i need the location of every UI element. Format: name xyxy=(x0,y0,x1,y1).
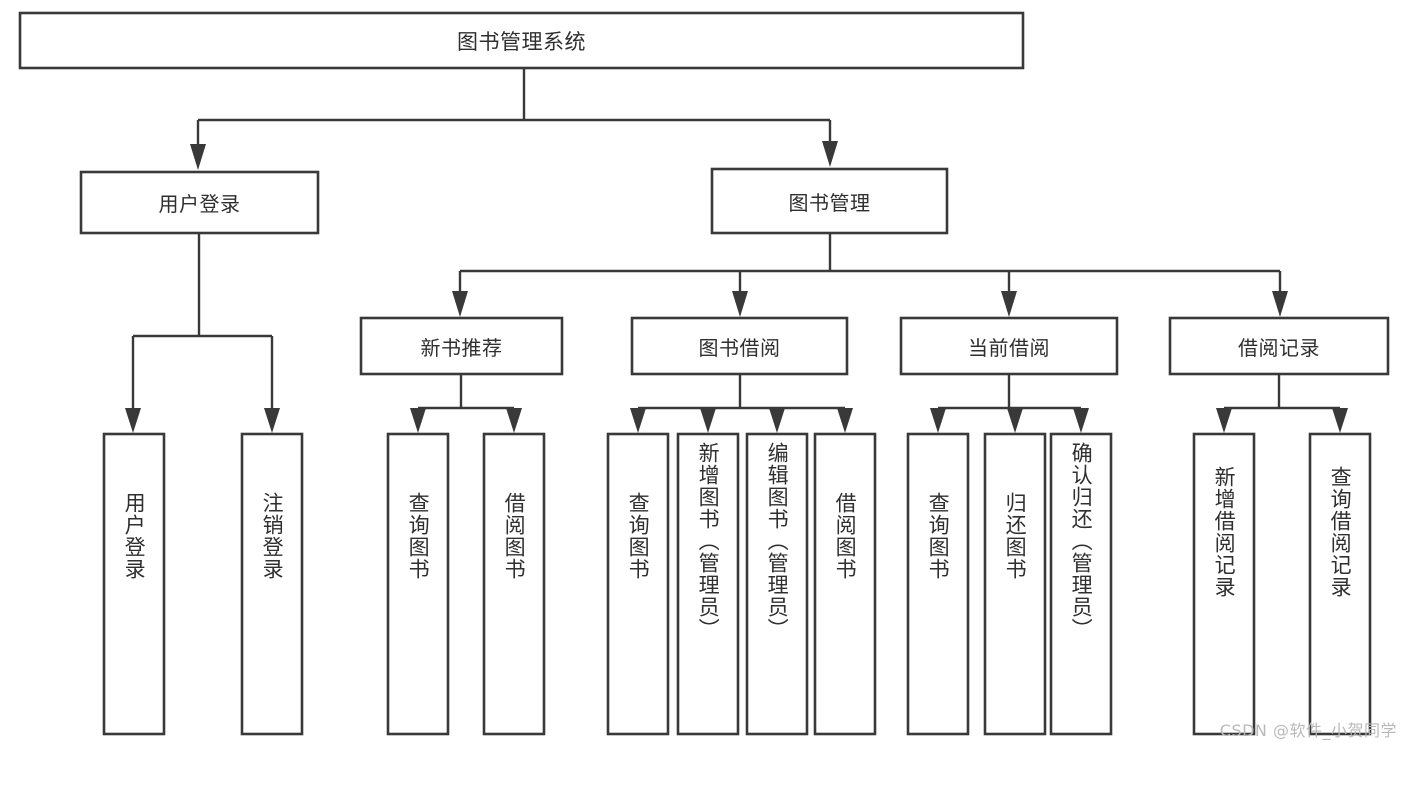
node-box-new-book-recommend[interactable] xyxy=(359,316,564,376)
node-box-leaf-logout[interactable] xyxy=(240,432,304,736)
connector-layer xyxy=(125,68,1348,433)
arrow-book-borrow xyxy=(732,291,748,317)
node-box-leaf-query-borrow-record[interactable] xyxy=(1308,432,1372,736)
arrow-leaf-confirm-return-admin xyxy=(1073,408,1089,433)
arrow-leaf-add-book-admin xyxy=(700,408,716,433)
flowchart-svg xyxy=(18,11,1390,736)
node-box-user-login[interactable] xyxy=(79,170,320,235)
node-box-leaf-borrow-book[interactable] xyxy=(813,432,877,736)
node-box-leaf-user-login[interactable] xyxy=(102,432,166,736)
arrow-leaf-add-borrow-record xyxy=(1216,408,1232,433)
node-box-leaf-query-book-current[interactable] xyxy=(906,432,970,736)
node-box-book-management[interactable] xyxy=(710,167,949,235)
arrow-leaf-borrow-book-recommend xyxy=(506,408,522,433)
box-layer xyxy=(18,11,1390,736)
arrow-leaf-edit-book-admin xyxy=(769,408,785,433)
arrow-leaf-return-book xyxy=(1007,408,1023,433)
node-box-leaf-return-book[interactable] xyxy=(983,432,1047,736)
arrow-leaf-user-login xyxy=(125,408,141,433)
node-box-leaf-add-book-admin[interactable] xyxy=(676,432,740,736)
arrow-leaf-logout xyxy=(264,408,280,433)
arrow-new-book-recommend xyxy=(452,291,468,317)
arrow-borrow-records xyxy=(1272,291,1288,317)
flowchart-canvas: 图书管理系统 用户登录 图书管理 新书推荐 图书借阅 当前借阅 借阅记录 用户登… xyxy=(18,11,1397,740)
node-box-leaf-edit-book-admin[interactable] xyxy=(745,432,809,736)
arrow-leaf-query-book-borrow xyxy=(630,408,646,433)
node-box-leaf-add-borrow-record[interactable] xyxy=(1192,432,1256,736)
arrow-to-book-management xyxy=(822,141,838,167)
node-box-current-borrow[interactable] xyxy=(899,316,1119,376)
arrow-to-user-login xyxy=(190,144,206,170)
node-box-leaf-query-book-borrow[interactable] xyxy=(606,432,670,736)
node-box-leaf-confirm-return-admin[interactable] xyxy=(1049,432,1113,736)
watermark-text: CSDN @软件_小贺同学 xyxy=(1219,721,1397,740)
node-box-root[interactable] xyxy=(18,11,1025,70)
arrow-leaf-query-book-recommend xyxy=(410,408,426,433)
arrow-current-borrow xyxy=(1001,291,1017,317)
arrow-leaf-query-borrow-record xyxy=(1332,408,1348,433)
node-box-borrow-records[interactable] xyxy=(1168,316,1390,376)
node-box-book-borrow[interactable] xyxy=(630,316,849,376)
node-box-leaf-query-book-recommend[interactable] xyxy=(386,432,450,736)
arrow-leaf-query-book-current xyxy=(930,408,946,433)
arrow-leaf-borrow-book xyxy=(837,408,853,433)
node-box-leaf-borrow-book-recommend[interactable] xyxy=(482,432,546,736)
